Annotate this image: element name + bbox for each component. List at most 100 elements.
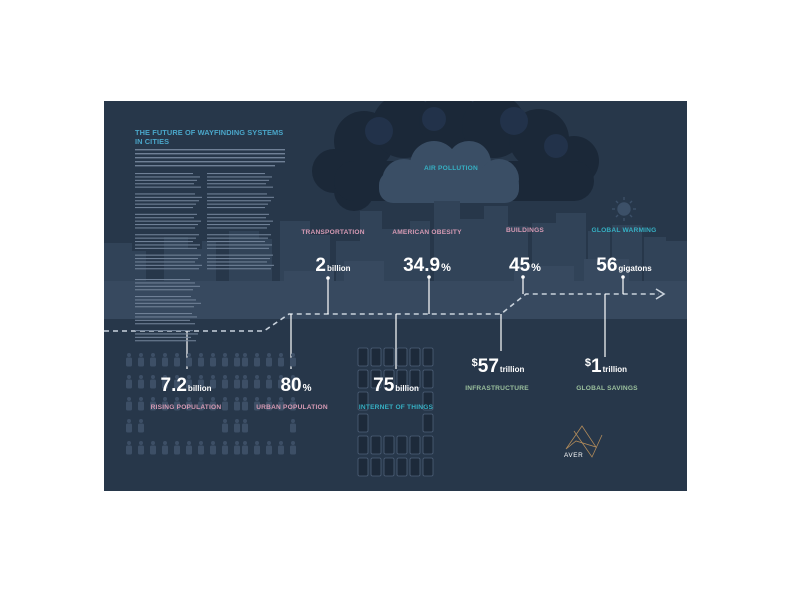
infrastructure-label: INFRASTRUCTURE — [465, 385, 529, 392]
text-line — [135, 161, 285, 163]
person-icon — [243, 441, 247, 445]
rising-population-value: 7.2billion — [161, 376, 212, 395]
phone-icon — [422, 435, 434, 455]
person-icon — [174, 445, 180, 455]
text-line — [135, 258, 198, 260]
text-line — [135, 264, 202, 266]
person-icon-group-rising — [126, 353, 240, 455]
person-icon — [210, 357, 216, 367]
text-line — [135, 323, 195, 325]
person-icon — [127, 397, 131, 401]
text-line — [135, 285, 200, 287]
phone-icon — [409, 457, 421, 477]
person-icon — [235, 419, 239, 423]
person-icon — [138, 445, 144, 455]
phone-icon — [370, 369, 382, 389]
person-icon — [187, 441, 191, 445]
person-icon — [255, 353, 259, 357]
person-icon — [255, 441, 259, 445]
text-line — [135, 179, 197, 181]
text-line — [207, 173, 265, 175]
text-line — [135, 254, 201, 256]
person-icon — [187, 397, 191, 401]
text-line — [207, 237, 268, 239]
text-line — [207, 247, 269, 249]
rising-population-unit: billion — [187, 384, 212, 393]
person-icon — [222, 445, 228, 455]
person-icon — [278, 445, 284, 455]
phone-icon — [357, 457, 369, 477]
person-icon — [255, 397, 259, 401]
person-icon — [211, 375, 215, 379]
person-icon — [266, 379, 272, 389]
text-line — [135, 333, 198, 335]
phone-icon — [357, 369, 369, 389]
person-icon — [254, 379, 260, 389]
phone-icon — [396, 435, 408, 455]
rising-population-number: 7.2 — [160, 375, 187, 396]
cloud-highlights — [365, 107, 568, 158]
person-icon — [199, 375, 203, 379]
buildings-number: 45 — [509, 255, 531, 276]
aver-logo-icon — [565, 425, 603, 458]
person-icon — [223, 375, 227, 379]
person-icon — [127, 375, 131, 379]
person-icon — [210, 379, 216, 389]
person-icon — [267, 353, 271, 357]
person-icon-group-urban — [242, 353, 296, 455]
air-pollution-cloud — [379, 141, 519, 203]
text-line — [135, 176, 200, 178]
person-icon — [162, 401, 168, 411]
text-line — [135, 193, 195, 195]
person-icon — [138, 423, 144, 433]
poster-title-line1: THE FUTURE OF WAYFINDING SYSTEMS — [135, 128, 284, 137]
obesity-number: 34.9 — [403, 255, 441, 276]
text-line — [135, 196, 202, 198]
person-icon — [254, 357, 260, 367]
urban-population-value: 80% — [280, 376, 311, 395]
text-line — [207, 213, 269, 215]
person-icon — [278, 379, 284, 389]
person-icon — [175, 441, 179, 445]
brand-name: AVER — [564, 452, 584, 459]
person-icon — [211, 353, 215, 357]
infographic-poster: THE FUTURE OF WAYFINDING SYSTEMS IN CITI… — [104, 101, 687, 491]
person-icon — [199, 397, 203, 401]
person-icon — [291, 419, 295, 423]
person-icon — [242, 379, 248, 389]
person-icon — [278, 401, 284, 411]
text-line — [135, 237, 196, 239]
phone-icon — [422, 347, 434, 367]
global-savings-prefix: $ — [584, 357, 592, 369]
person-icon — [267, 397, 271, 401]
poster-title-line2: IN CITIES — [135, 136, 170, 146]
person-icon — [150, 401, 156, 411]
person-icon — [234, 445, 240, 455]
person-icon — [138, 357, 144, 367]
phone-icon — [396, 457, 408, 477]
urban-population-number: 80 — [280, 375, 302, 396]
text-line — [207, 234, 271, 236]
person-icon — [175, 375, 179, 379]
global-warming-value: 56gigatons — [596, 256, 651, 275]
phone-icon — [422, 369, 434, 389]
text-line — [207, 224, 270, 226]
person-icon — [127, 353, 131, 357]
global-savings-value: $1trillion — [585, 357, 627, 376]
person-icon — [186, 379, 192, 389]
sun-icon — [612, 197, 636, 221]
person-icon — [126, 445, 132, 455]
text-line — [135, 306, 194, 308]
text-line — [135, 183, 194, 185]
phone-icon — [383, 435, 395, 455]
text-line — [135, 241, 193, 243]
iot-label: INTERNET OF THINGS — [358, 404, 434, 411]
person-icon — [163, 441, 167, 445]
phone-icon — [396, 369, 408, 389]
phone-icon-group — [357, 347, 434, 477]
person-icon — [163, 353, 167, 357]
person-icon — [126, 423, 132, 433]
person-icon — [162, 445, 168, 455]
text-line — [207, 179, 269, 181]
text-line — [135, 296, 191, 298]
